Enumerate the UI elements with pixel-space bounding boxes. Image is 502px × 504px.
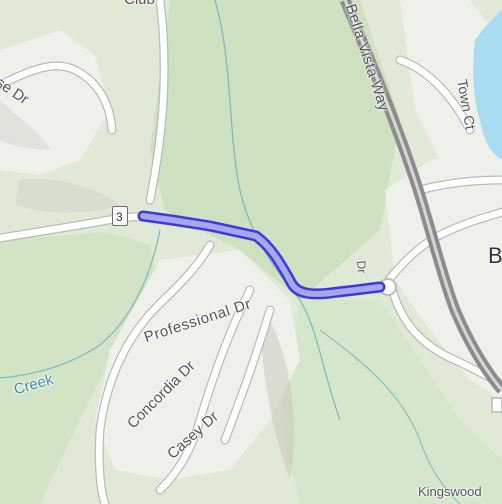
forest-area [280,300,502,504]
water-body [473,10,502,160]
route-shield: 3 [112,206,128,226]
stream [0,229,161,379]
highway-bella-vista [339,0,502,394]
forest-area [0,232,160,504]
terrain-shading [0,100,50,150]
label-club: Club [124,0,155,8]
label-b: B [488,243,502,268]
stream [319,329,461,504]
map-marker [491,397,502,413]
terrain-shading [15,179,120,213]
developed-area [95,250,300,480]
label-kingswood: Kingswood [418,484,482,499]
terrain-shading [262,320,294,480]
label-road-edge: Dr [354,260,370,274]
route-fill [140,213,383,297]
